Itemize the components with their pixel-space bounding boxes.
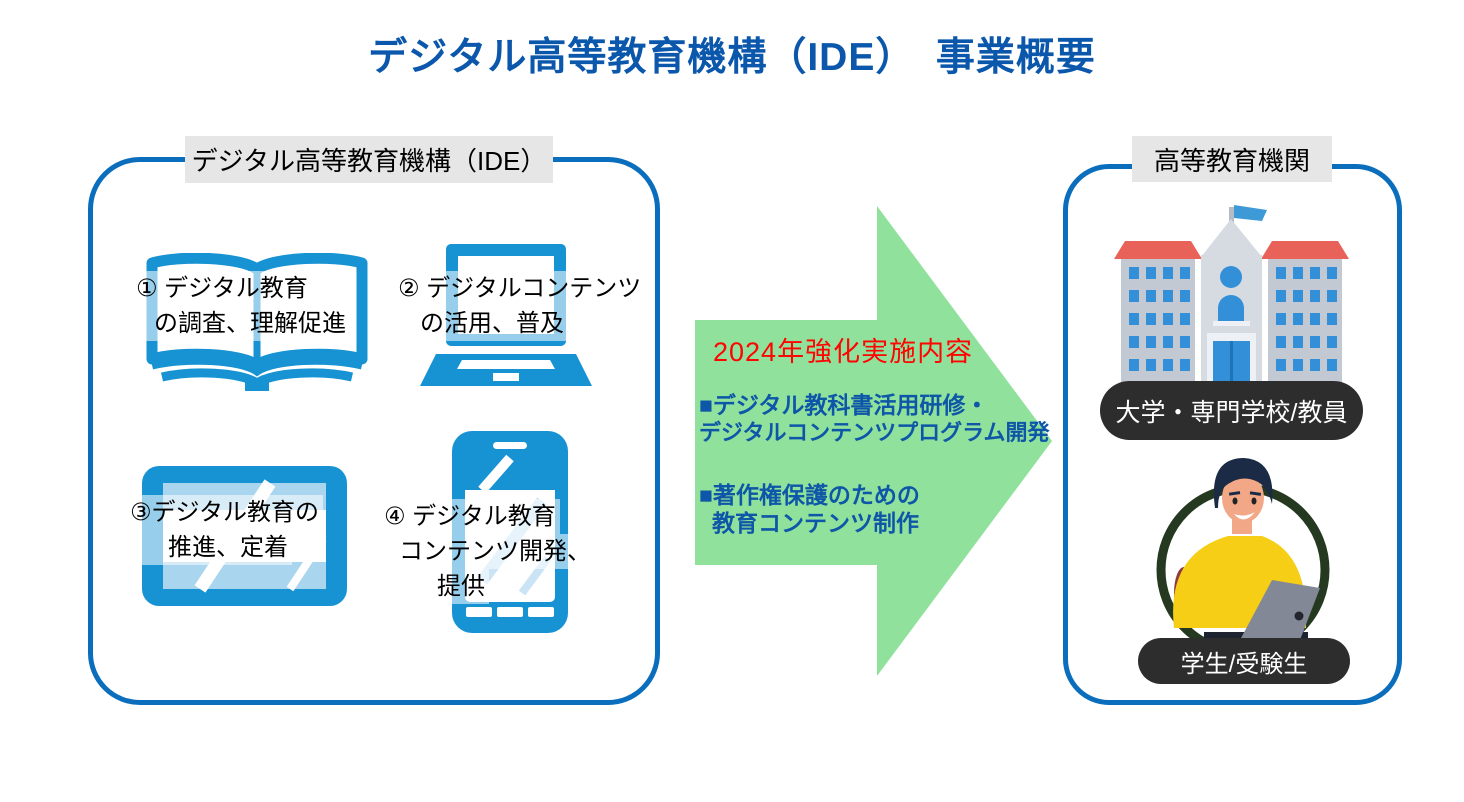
item-line: ④ デジタル教育 [382, 499, 560, 534]
arrow-heading: 2024年強化実施内容 [713, 337, 974, 367]
arrow-bullets: ■デジタル教科書活用研修・ デジタルコンテンツプログラム開発 ■著作権保護のため… [699, 391, 1049, 537]
university-building-icon [1114, 205, 1349, 383]
item-line: の調査、理解促進 [134, 306, 350, 341]
bullet-line: ■著作権保護のための [699, 482, 920, 508]
item-line: ③デジタル教育の [128, 495, 324, 530]
item-line: ② デジタルコンテンツ [396, 271, 646, 306]
item-line: の活用、普及 [396, 306, 568, 341]
item-line: 提供 [382, 569, 489, 604]
item-text: ③デジタル教育の 推進、定着 [128, 495, 324, 565]
student-laptop-icon [1156, 458, 1330, 657]
item-line: コンテンツ開発、 [382, 534, 595, 569]
item-digital-education-promotion: ③デジタル教育の 推進、定着 [128, 466, 347, 606]
item-text: ② デジタルコンテンツ の活用、普及 [396, 271, 646, 341]
item-text: ① デジタル教育 の調査、理解促進 [134, 271, 350, 341]
item-digital-education-research: ① デジタル教育 の調査、理解促進 [134, 253, 374, 393]
page-title: デジタル高等教育機構（IDE） 事業概要 [368, 36, 1096, 79]
ide-panel-label: デジタル高等教育機構（IDE） [185, 136, 553, 183]
item-text: ④ デジタル教育 コンテンツ開発、 提供 [382, 499, 595, 604]
right-arrow-shape [695, 206, 1052, 676]
bullet-line: 教育コンテンツ制作 [712, 510, 919, 536]
badge-students: 学生/受験生 [1138, 638, 1350, 684]
item-digital-contents-use: ② デジタルコンテンツ の活用、普及 [396, 244, 646, 400]
higher-education-panel-label: 高等教育機関 [1132, 136, 1332, 182]
ide-panel [88, 157, 660, 705]
bullet-line: デジタルコンテンツプログラム開発 [699, 420, 1050, 445]
item-line: ① デジタル教育 [134, 271, 312, 306]
item-line: 推進、定着 [128, 530, 292, 565]
item-digital-contents-development: ④ デジタル教育 コンテンツ開発、 提供 [382, 431, 595, 633]
badge-university-teachers: 大学・専門学校/教員 [1100, 381, 1363, 440]
bullet-line: ■デジタル教科書活用研修・ [699, 392, 989, 418]
